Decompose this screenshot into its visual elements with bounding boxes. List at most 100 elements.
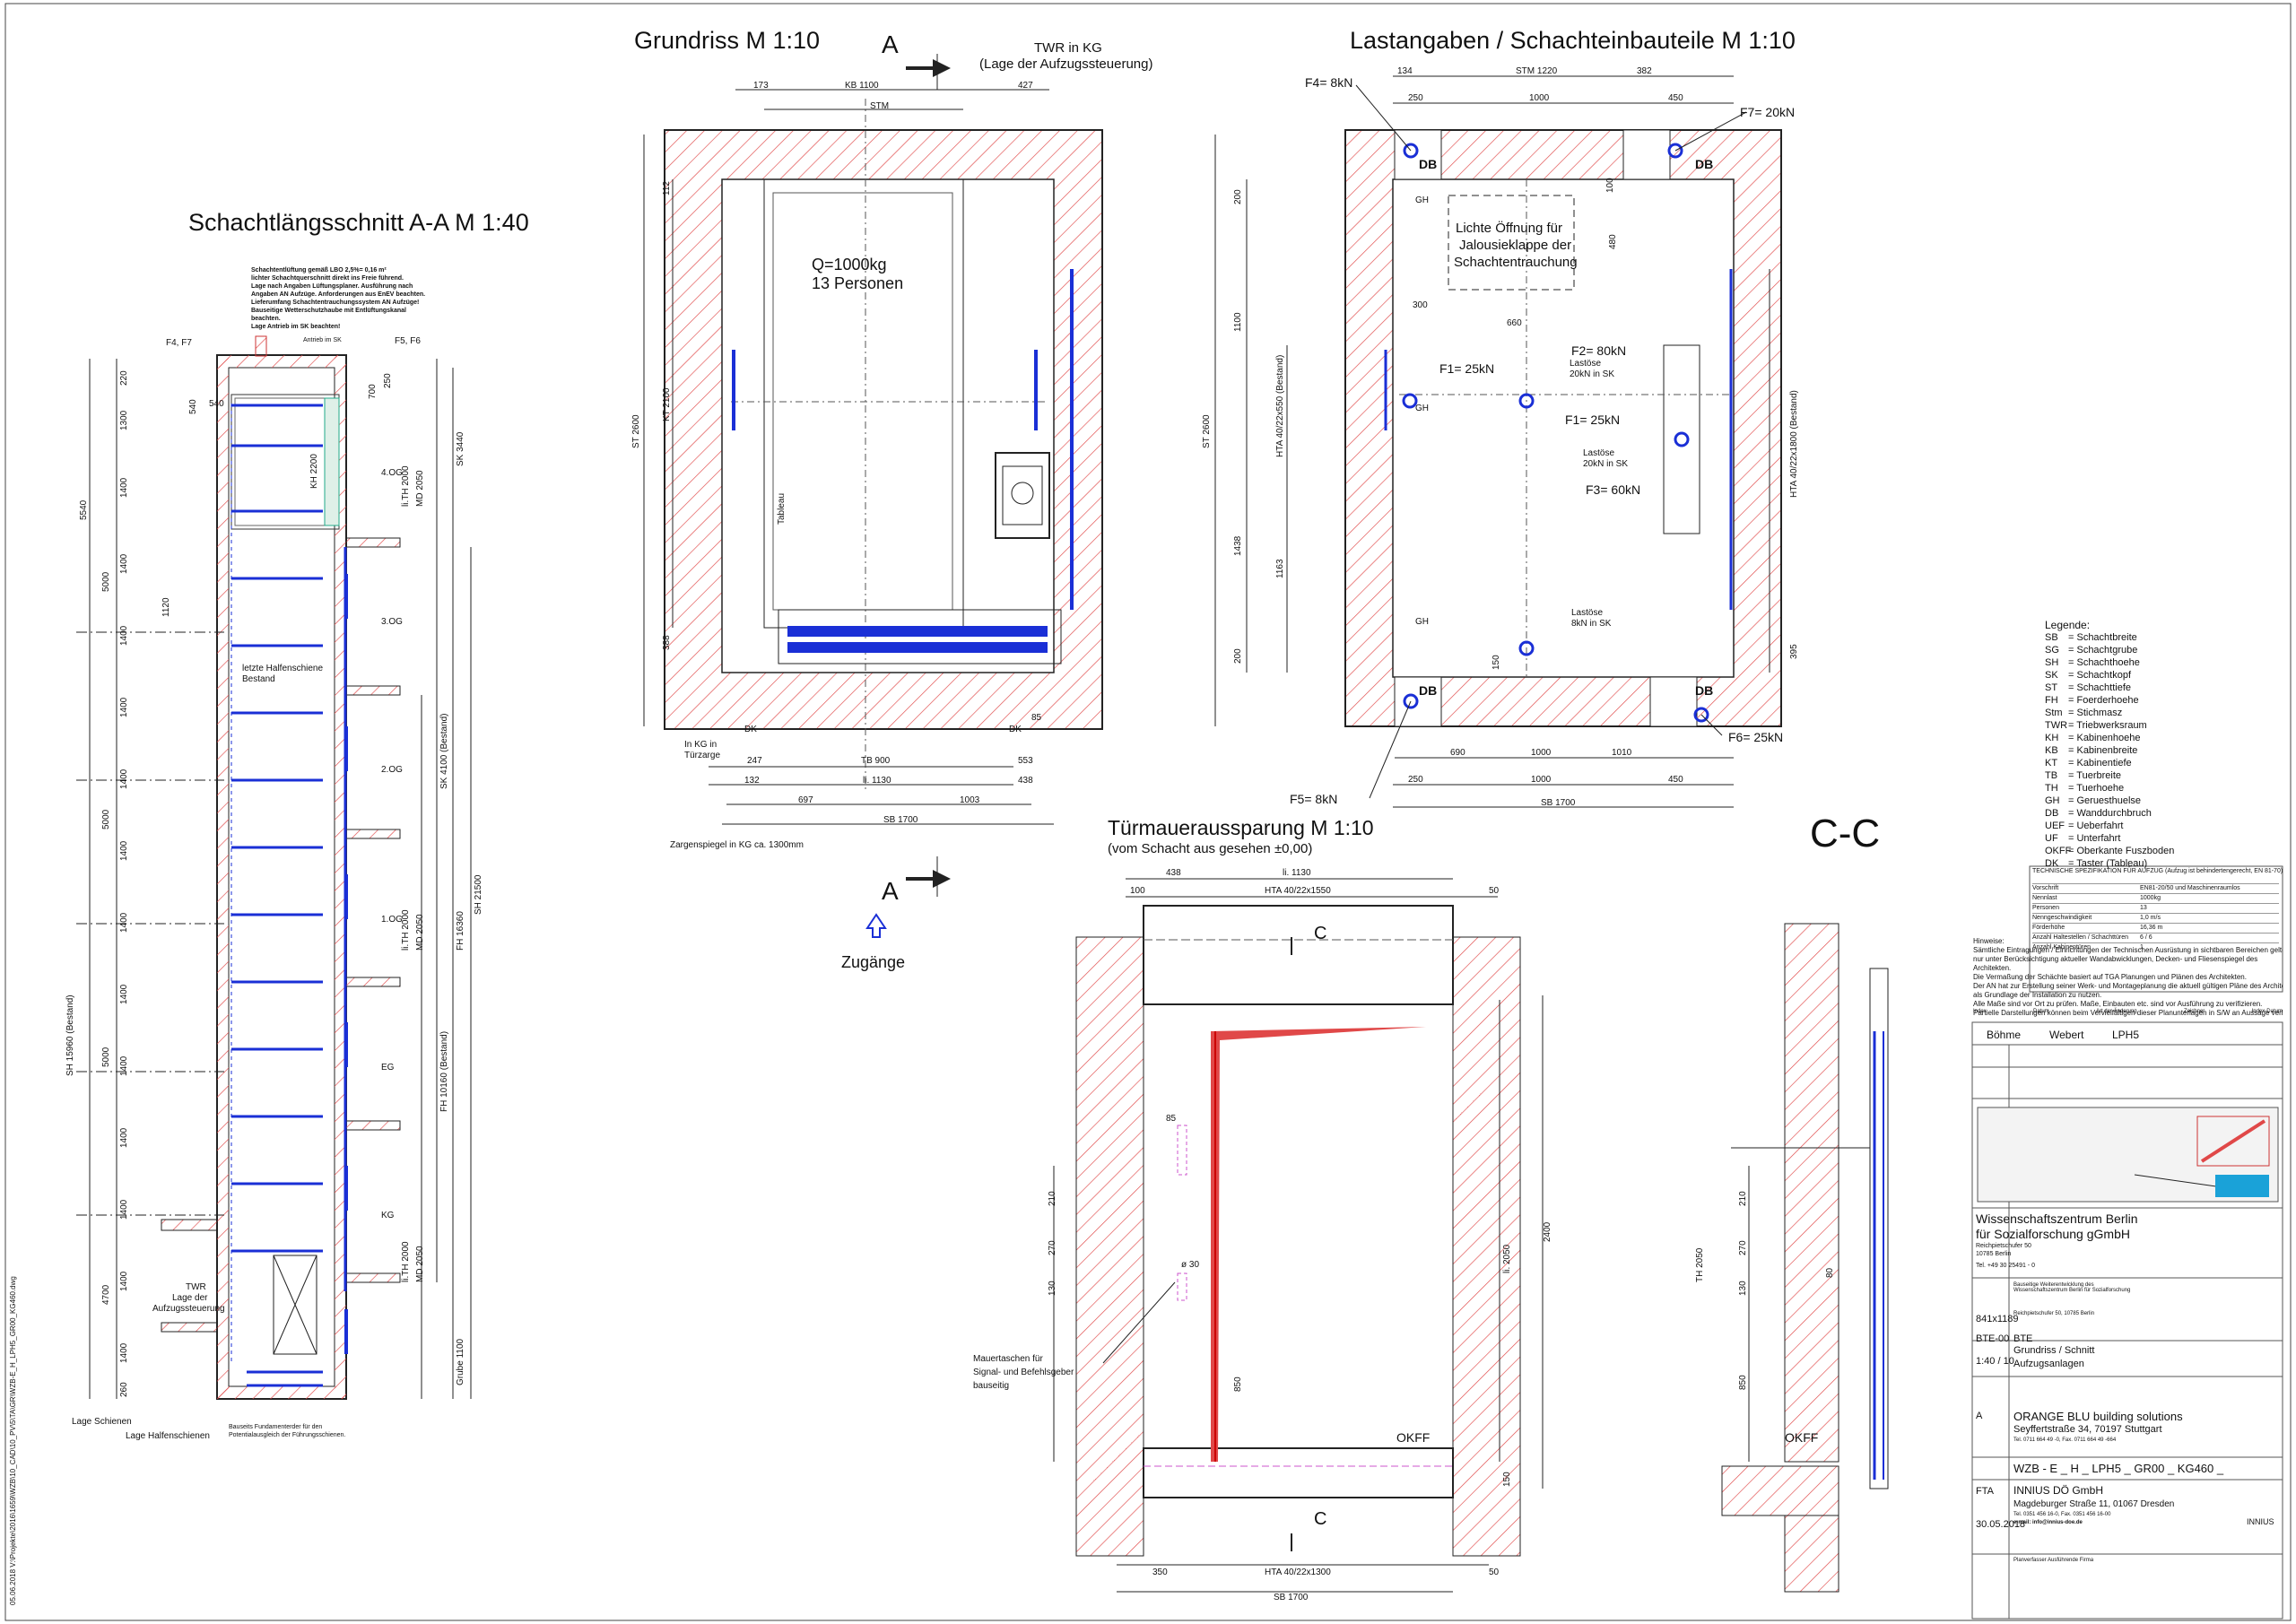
load-hta-left: HTA 40/22x550 (Bestand) — [1275, 354, 1285, 457]
door-recess-drawing — [1053, 878, 1544, 1593]
sec-sub-1400k: 1400 — [119, 1199, 129, 1220]
sec-door-md-1: MD 2050 — [415, 470, 425, 507]
legend-key: GH — [2045, 795, 2060, 806]
opening-note-3: Schachtentrauchung — [1454, 255, 1578, 270]
load-dim-b1000-2: 1000 — [1531, 775, 1552, 785]
spec-key: Anzahl Kabinentüren — [2032, 944, 2091, 951]
sec-door-md-2: MD 2050 — [415, 914, 425, 951]
load-dim-200b: 200 — [1233, 648, 1243, 664]
hint-line: Architekten. — [1973, 964, 2012, 972]
plan-dim-247: 247 — [747, 756, 762, 766]
legend-value: = Oberkante Fuszboden — [2068, 846, 2175, 856]
legend-item: SK= Schachtkopf — [2045, 669, 2174, 682]
hint-line: Alle Maße sind vor Ort zu prüfen. Maße, … — [1973, 1000, 2263, 1008]
tableau-label: Tableau — [777, 492, 787, 525]
legend-key: SB — [2045, 632, 2058, 643]
index-header-cell: Zeichner — [2183, 1009, 2205, 1014]
base-note-1: Bauseits Fundamenterder für den — [229, 1424, 323, 1430]
legend-item: KH= Kabinenhoehe — [2045, 732, 2174, 744]
client-addr-1: Reichpietschufer 50 — [1976, 1243, 2031, 1249]
legend-key: KT — [2045, 758, 2058, 769]
client-addr-2: 10785 Berlin — [1976, 1251, 2012, 1257]
load-dim-395: 395 — [1789, 644, 1799, 659]
hint-line: Die Vermaßung der Schächte basiert auf T… — [1973, 973, 2247, 981]
rec-dim-li1130: li. 1130 — [1283, 868, 1311, 878]
client-title: Wissenschaftszentrum Berlin — [1976, 1211, 2138, 1226]
legend-item: DB= Wanddurchbruch — [2045, 807, 2174, 820]
twr-note-1: TWR in KG — [1034, 40, 1102, 56]
rec-dim-270: 270 — [1048, 1240, 1057, 1255]
load-dim-134: 134 — [1397, 66, 1413, 76]
vent-note-4: Angaben AN Aufzüge. Anforderungen aus En… — [251, 291, 426, 298]
sheet: BTE-00 — [1976, 1333, 2010, 1344]
recess-title: Türmaueraussparung M 1:10 — [1108, 816, 1374, 839]
plan-dim-132: 132 — [744, 776, 760, 786]
sec-dim-1120: 1120 — [161, 597, 171, 617]
eng-addr: Magdeburger Straße 11, 01067 Dresden — [2013, 1499, 2175, 1509]
bottom-rails-1: Lage Schienen — [72, 1417, 132, 1427]
rec-dim-50a: 50 — [1489, 886, 1500, 896]
cc-dim-80: 80 — [1825, 1267, 1835, 1278]
legend-title: Legende: — [2045, 619, 2091, 631]
load-dim-b690: 690 — [1450, 748, 1465, 758]
sec-sub-1400i: 1400 — [119, 1055, 129, 1076]
vent-note-2: lichter Schachtquerschnitt direkt ins Fr… — [251, 275, 404, 282]
load-dim-480: 480 — [1608, 234, 1618, 249]
sec-dim-540a: 540 — [209, 399, 224, 409]
client-sub: für Sozialforschung gGmbH — [1976, 1227, 2130, 1241]
vent-note-1: Schachtentlüftung gemäß LBO 2,5%= 0,16 m… — [251, 267, 387, 274]
plan-dim-stm: STM — [870, 101, 890, 111]
load-dim-b250: 250 — [1408, 775, 1423, 785]
plan-dim-427: 427 — [1018, 81, 1033, 91]
legend-item: TB= Tuerbreite — [2045, 769, 2174, 782]
load-dim-b1010: 1010 — [1612, 748, 1632, 758]
legend-key: DB — [2045, 808, 2059, 819]
plan-dim-697: 697 — [798, 795, 813, 805]
floor-plan-drawing — [643, 54, 1103, 938]
sec-dim-kh: KH 2200 — [309, 454, 319, 489]
innius-logo: INNIUS — [2247, 1517, 2274, 1526]
legend-key: SH — [2045, 657, 2059, 668]
cc-view-drawing — [1721, 923, 1889, 1593]
dk-label-1: DK — [744, 725, 757, 734]
footer-label: Planverfasser Ausführende Firma — [2013, 1558, 2094, 1563]
legend-value: = Schachtgrube — [2068, 645, 2138, 656]
kg-note-1: In KG in — [684, 740, 718, 750]
index-header-cell: Index-Datum — [2251, 1009, 2283, 1014]
client-tel: Tel. +49 30 25491 - 0 — [1976, 1263, 2035, 1269]
floor-kg: KG — [381, 1211, 395, 1220]
cc-dim-th: TH 2050 — [1695, 1247, 1705, 1282]
sec-dim-sk3440: SK 3440 — [456, 431, 465, 466]
opening-note-2: Jalousieklappe der — [1459, 238, 1572, 253]
c-mark-bottom: C — [1314, 1509, 1327, 1529]
load-dim-b450: 450 — [1668, 775, 1683, 785]
sec-sub-1400h: 1400 — [119, 984, 129, 1004]
plan-dim-1003: 1003 — [960, 795, 980, 805]
bottom-rails-2: Lage Halfenschienen — [126, 1431, 210, 1441]
c-mark-top: C — [1314, 924, 1327, 943]
load-dim-150: 150 — [1492, 655, 1501, 670]
plan-dim-li1130: li. 1130 — [863, 776, 891, 786]
legend-value: = Foerderhoehe — [2068, 695, 2139, 706]
eng-tel: Tel. 0351 456 16-0, Fax. 0351 456 16-00 — [2013, 1512, 2111, 1517]
fta: FTA — [1976, 1486, 1994, 1497]
load-dim-1438: 1438 — [1233, 535, 1243, 556]
spec-key: Vorschrift — [2032, 885, 2059, 891]
spec-value: 13 — [2140, 905, 2147, 911]
force-f1b: F1= 25kN — [1565, 413, 1621, 427]
legend-item: GH= Geruesthuelse — [2045, 795, 2174, 807]
sec-sub-1300: 1300 — [119, 410, 129, 430]
wall-note-3: bauseitig — [973, 1381, 1010, 1391]
tb-name-1: Böhme — [1987, 1029, 2022, 1041]
recess-subtitle: (vom Schacht aus gesehen ±0,00) — [1108, 841, 1313, 856]
legend-value: = Tuerhoehe — [2068, 783, 2125, 794]
plan-dim-kb: KB 1100 — [845, 81, 879, 91]
db-label-3: DB — [1419, 683, 1438, 698]
floor-3og: 3.OG — [381, 617, 403, 627]
force-f6: F6= 25kN — [1728, 730, 1784, 744]
rec-dim-li2050: li. 2050 — [1502, 1244, 1512, 1273]
tb-name-2: Webert — [2049, 1029, 2084, 1041]
